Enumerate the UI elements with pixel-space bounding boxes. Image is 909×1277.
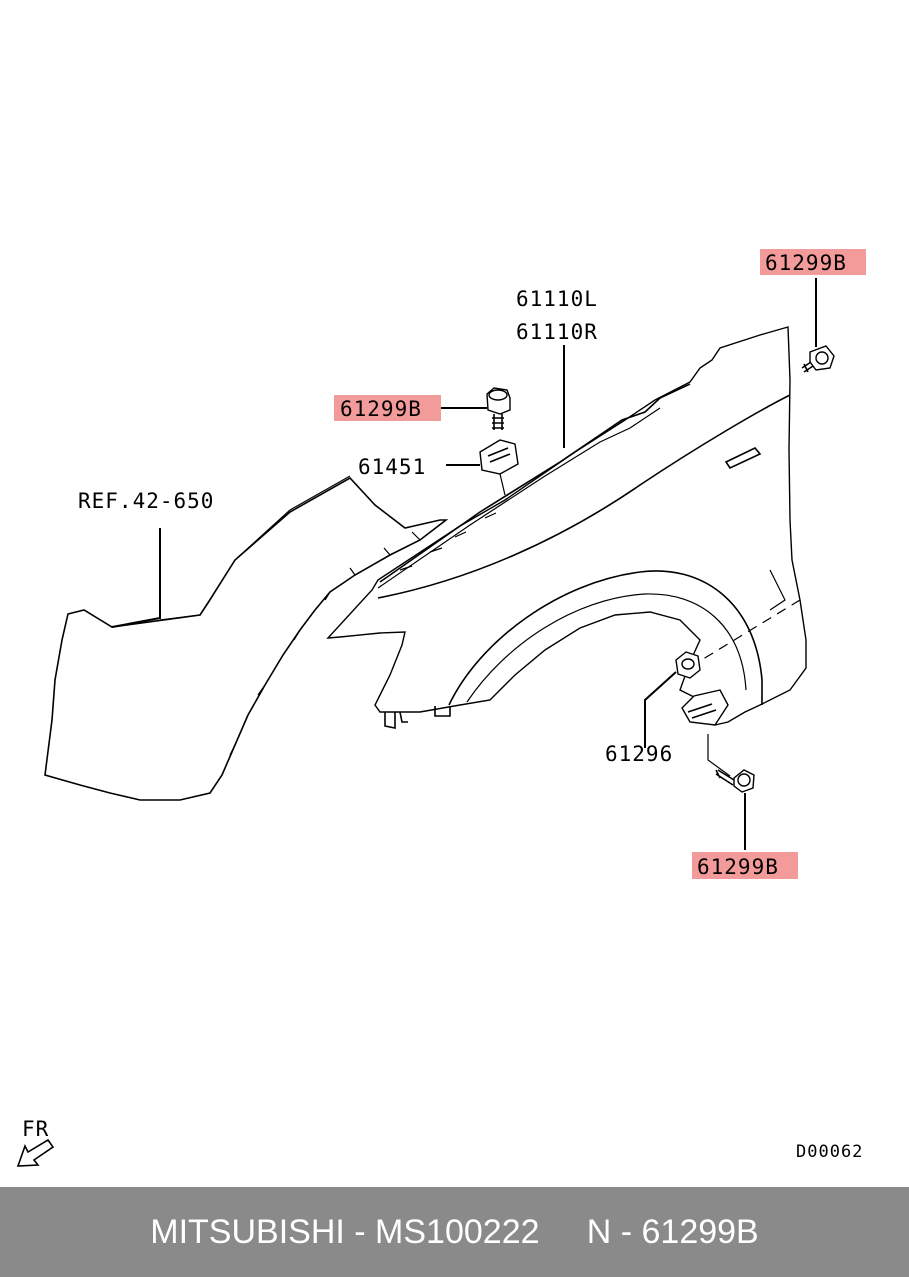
wheelhouse-liner-ref: [44, 476, 449, 801]
label-drawing-code: D00062: [796, 1142, 863, 1162]
label-61299b-top-right: 61299B: [765, 251, 847, 275]
label-61110l: 61110L: [516, 287, 598, 311]
label-61110r: 61110R: [516, 320, 598, 344]
label-61299b-bottom: 61299B: [697, 855, 779, 879]
front-fender: [326, 326, 807, 729]
bolt-bottom: [715, 769, 755, 793]
highlight-box-top-left: [334, 395, 441, 421]
label-61296: 61296: [605, 742, 673, 766]
label-ref-42-650: REF.42-650: [78, 489, 214, 513]
lower-bracket: [681, 689, 729, 726]
label-front-marker: FR: [22, 1117, 49, 1141]
label-61451: 61451: [358, 455, 426, 479]
footer-caption: MITSUBISHI - MS100222 N - 61299B: [0, 1187, 909, 1277]
parts-diagram: REF.42-650 61110L 61110R 61299B 61299B 6…: [16, 249, 866, 1167]
label-61299b-top-left: 61299B: [340, 397, 422, 421]
bolt-top-right: [801, 345, 835, 373]
front-direction-arrow-icon: [16, 1138, 55, 1167]
bolt-top-left: [486, 387, 511, 430]
bracket-61451: [479, 439, 519, 496]
footer-text: MITSUBISHI - MS100222 N - 61299B: [150, 1212, 759, 1251]
nut-61296: [675, 651, 701, 679]
highlight-box-top-right: [760, 249, 866, 275]
highlight-box-bottom: [692, 852, 798, 879]
